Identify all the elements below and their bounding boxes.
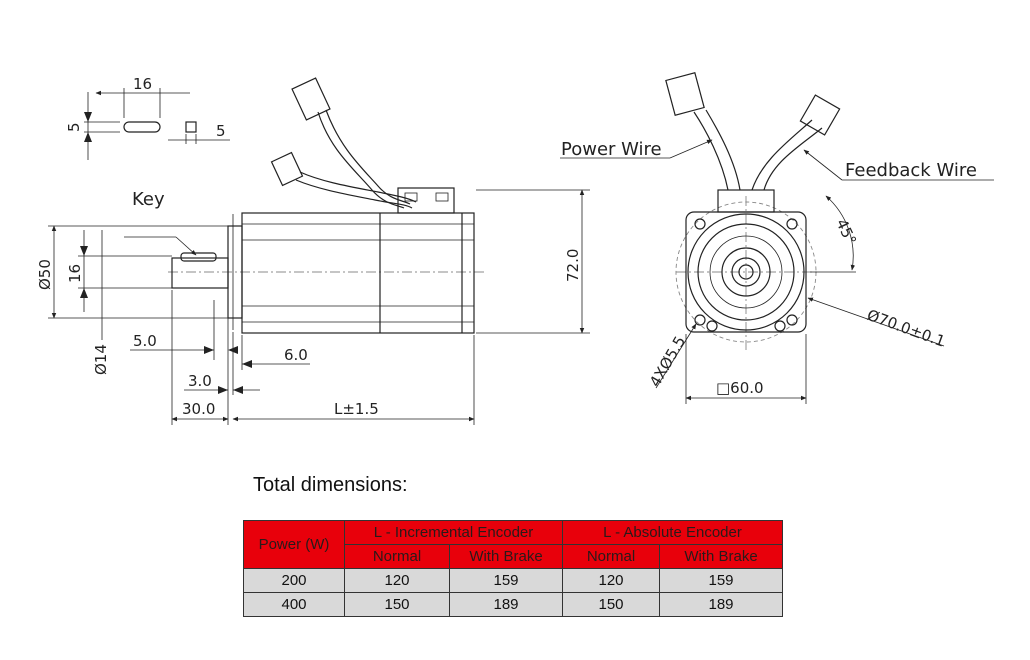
value-cell: 120 [562,568,660,593]
dim-30: 30.0 [182,400,215,418]
key-shape [123,121,161,133]
power-cable [317,111,405,209]
group-header-absolute: L - Absolute Encoder [562,520,783,545]
power-cell: 400 [243,592,345,617]
sub-header: With Brake [449,544,563,569]
length-dim: L±1.5 [334,400,379,418]
height-dim: 72.0 [564,249,582,282]
dim-6: 6.0 [284,346,308,364]
connector-housing [397,187,455,214]
slot-dim: 16 [66,264,84,283]
motor-front-view: □60.0 45° Ø70.0±0.1 4XØ5.5 Power Wire Fe… [560,71,994,404]
value-cell: 150 [344,592,450,617]
value-cell: 159 [659,568,783,593]
sub-header: With Brake [659,544,783,569]
holes-dim: 4XØ5.5 [646,333,689,390]
flange-dia-dim: Ø50 [36,259,54,290]
value-cell: 150 [562,592,660,617]
power-wire-label: Power Wire [561,139,662,160]
motor-drawing: 16 5 5 Key [36,71,994,425]
value-cell: 189 [659,592,783,617]
summary-title: Total dimensions: [253,474,408,496]
dimensions-table: Power (W) L - Incremental Encoder L - Ab… [243,520,783,617]
dim-3: 3.0 [188,372,212,390]
sub-header: Normal [344,544,450,569]
table-row: 400 150 189 150 189 [243,592,783,617]
key-label: Key [132,189,165,210]
key-end-view [185,121,197,133]
table-row: 200 120 159 120 159 [243,568,783,593]
power-cell: 200 [243,568,345,593]
pcd-dim: Ø70.0±0.1 [865,306,948,351]
dim-5: 5.0 [133,332,157,350]
value-cell: 120 [344,568,450,593]
flange-dim: □60.0 [716,379,764,397]
value-cell: 159 [449,568,563,593]
key-detail: 16 5 5 [65,75,230,160]
shaft-key [180,252,217,262]
value-cell: 189 [449,592,563,617]
group-header-incremental: L - Incremental Encoder [344,520,563,545]
key-height-dim: 5 [65,122,83,132]
motor-side-view: 72.0 Ø50 16 Ø14 5.0 6.0 3.0 [36,77,590,425]
sub-header: Normal [562,544,660,569]
shaft-dia-dim: Ø14 [92,344,110,375]
motor-shaft [171,257,229,289]
angle-dim: 45° [832,216,860,248]
feedback-cable [295,179,413,209]
power-header: Power (W) [243,520,345,569]
key-width-dim: 5 [216,122,226,140]
feedback-wire-label: Feedback Wire [845,160,977,181]
key-length-dim: 16 [133,75,152,93]
motor-body [241,212,475,334]
